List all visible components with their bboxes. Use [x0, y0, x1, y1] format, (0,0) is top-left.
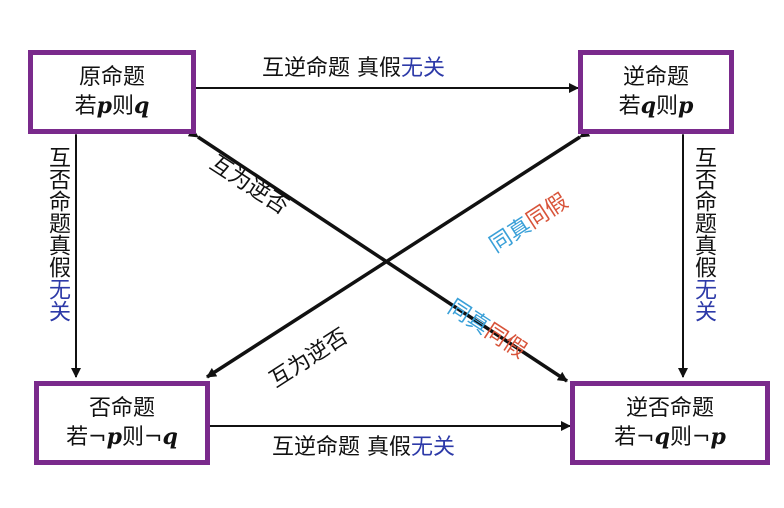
label-top: 互逆命题 真假无关 — [262, 56, 446, 81]
contrapositive-title: 逆否命题 — [625, 395, 714, 421]
label-left: 互否命题真假无关 — [45, 146, 70, 322]
label-bottom: 互逆命题 真假无关 — [272, 435, 456, 460]
inverse-formula: 若¬p则¬q — [66, 423, 178, 450]
original-formula: 若p则q — [74, 92, 150, 119]
converse-title: 逆命题 — [622, 64, 689, 90]
inverse-title: 否命题 — [88, 395, 155, 421]
original-title: 原命题 — [78, 64, 145, 90]
box-inverse: 否命题 若¬p则¬q — [34, 381, 210, 465]
contrapositive-formula: 若¬q则¬p — [614, 423, 726, 450]
converse-formula: 若q则p — [618, 92, 694, 119]
box-contrapositive: 逆否命题 若¬q则¬p — [570, 381, 770, 465]
box-converse: 逆命题 若q则p — [578, 50, 734, 134]
label-right: 互否命题真假无关 — [691, 146, 716, 322]
arrow-diag-converse-inverse — [206, 127, 591, 379]
box-original: 原命题 若p则q — [28, 50, 196, 134]
